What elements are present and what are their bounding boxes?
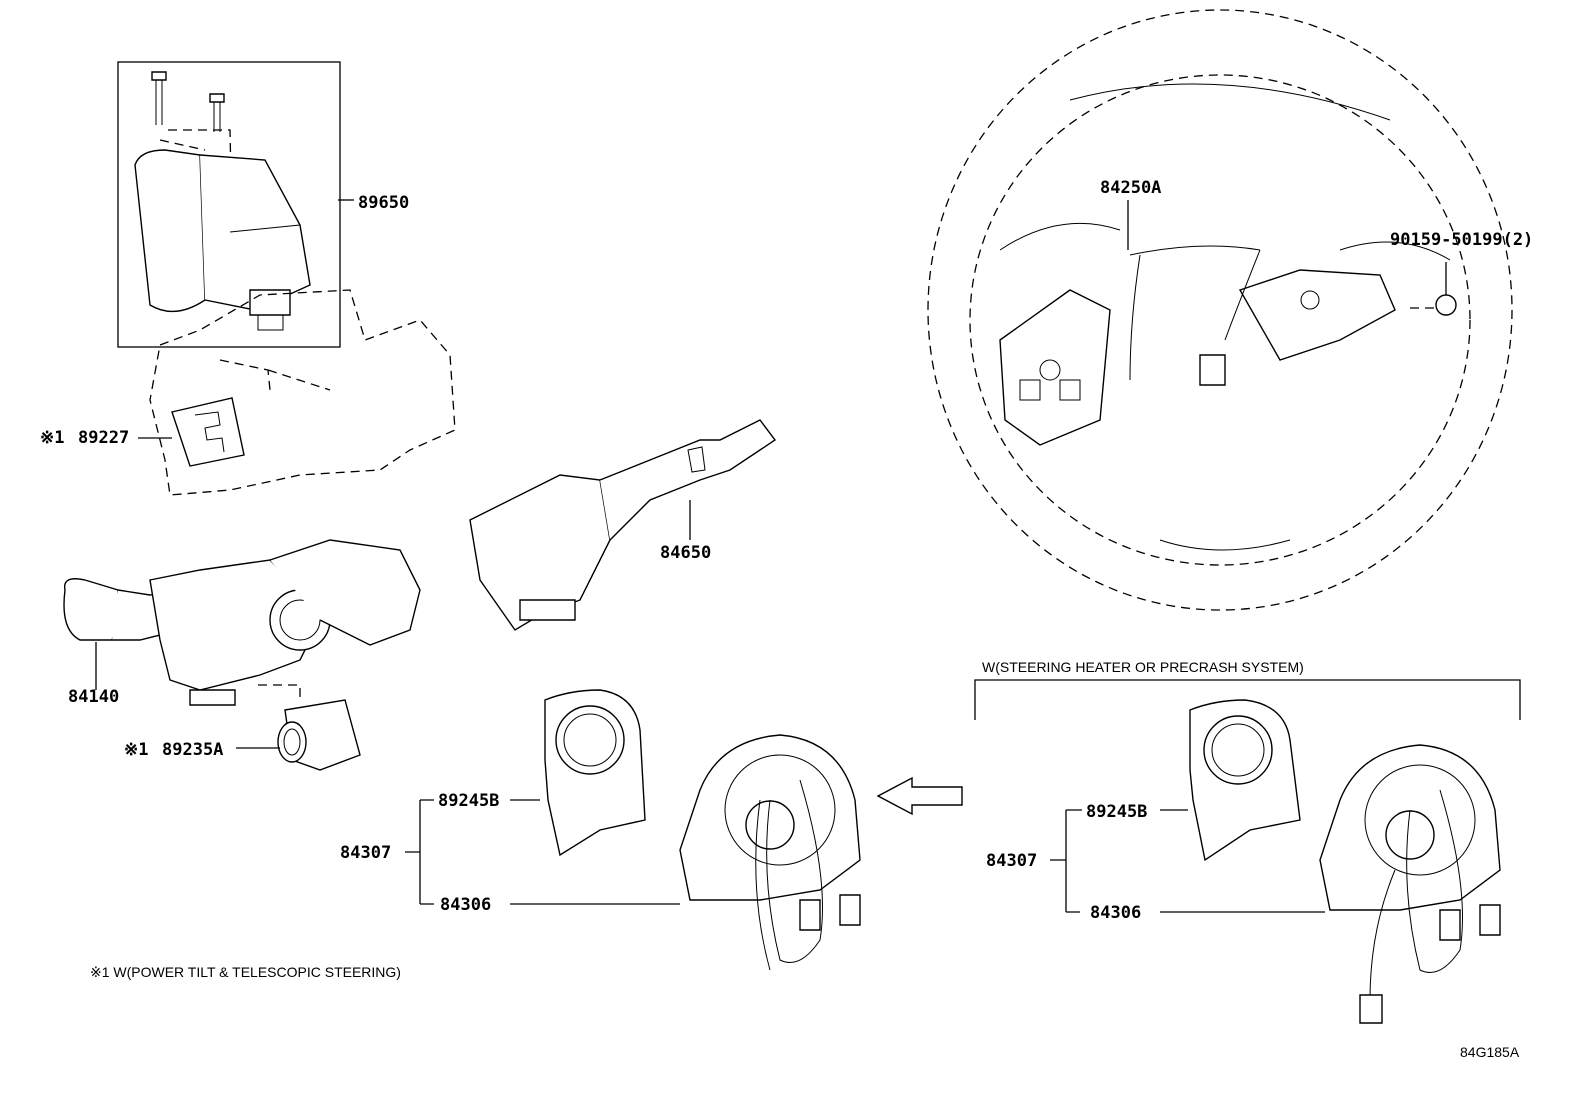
turn-signal-switch [63,539,421,706]
steering-pad-switch [999,245,1396,446]
bolt-2 [209,93,225,132]
label-84140: 84140 [68,687,119,707]
ref-mark-89227: ※1 [40,428,64,448]
steering-ecu [134,149,311,331]
footnote: ※1 W(POWER TILT & TELESCOPIC STEERING) [90,964,401,980]
label-84307-left: 84307 [340,843,391,863]
steering-angle-sensor-right [1189,699,1301,862]
label-89245B-left: 89245B [438,791,499,811]
column-ecu-group [117,61,456,496]
label-89650: 89650 [358,193,409,213]
label-84306-right: 84306 [1090,903,1141,923]
tilt-telescopic-switch [277,699,361,771]
diagram-code: 84G185A [1460,1044,1520,1060]
variant-arrow [876,776,963,816]
label-89235A: 89235A [162,740,223,760]
label-89245B-right: 89245B [1086,802,1147,822]
label-84307-right: 84307 [986,851,1037,871]
spiral-cable-left [679,734,861,971]
steering-wheel [927,9,1513,611]
variant-note: W(STEERING HEATER OR PRECRASH SYSTEM) [982,659,1304,675]
steering-angle-sensor-left [544,689,646,857]
label-84650: 84650 [660,543,711,563]
ecu-inset-box [117,61,341,348]
label-89227: 89227 [78,428,129,448]
screw [1410,294,1457,316]
label-84250A: 84250A [1100,178,1161,198]
spiral-cable-right [1319,744,1501,1024]
bolt-1 [151,71,167,125]
label-84306-left: 84306 [440,895,491,915]
wiper-switch [469,419,777,631]
tilt-motor-connector [171,397,245,467]
label-90159-50199: 90159-50199(2) [1390,230,1533,250]
ref-mark-89235A: ※1 [124,740,148,760]
